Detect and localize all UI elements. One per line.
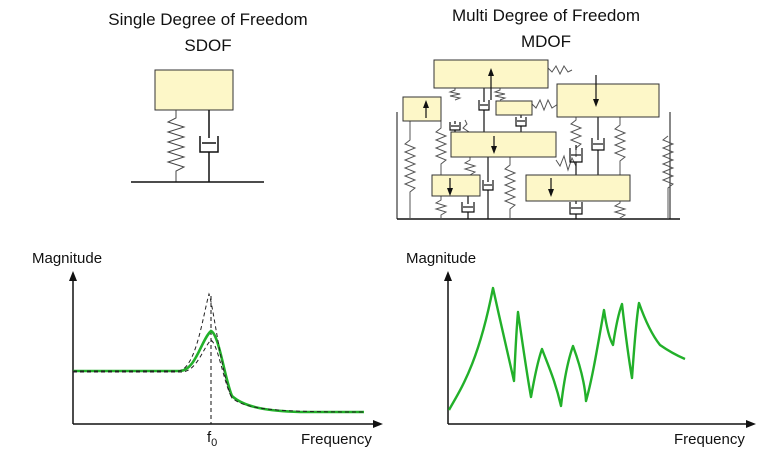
mass-left-lower — [431, 174, 481, 197]
sdof-damper — [199, 110, 219, 182]
left-ylabel: Magnitude — [32, 250, 103, 267]
damper-5 — [461, 196, 475, 219]
damper-3 — [515, 115, 527, 132]
mass-left — [402, 96, 442, 122]
mass-small-center — [495, 100, 533, 116]
peak-label-base: f — [207, 429, 212, 446]
mdof-dampers — [449, 88, 605, 219]
mass-right-lower — [525, 174, 631, 202]
left-xlabel: Frequency — [301, 431, 372, 448]
mdof-system — [396, 59, 680, 220]
damper-8 — [569, 201, 583, 219]
sdof-mass — [154, 69, 234, 111]
sdof-frf-curve — [73, 329, 364, 414]
sdof-frf-dashed-lower — [73, 339, 233, 399]
damper-1 — [478, 88, 490, 132]
peak-label-subscript: 0 — [211, 437, 218, 449]
mdof-masses — [402, 59, 660, 202]
right-plot — [444, 271, 756, 428]
damper-7 — [591, 117, 605, 175]
left-plot — [69, 271, 383, 428]
sdof-system — [131, 69, 264, 183]
peak-frequency-label: f0 — [207, 429, 218, 449]
mdof-title-line1: Multi Degree of Freedom — [451, 6, 641, 25]
sdof-title-line2: SDOF — [184, 36, 232, 55]
mass-right-upper — [556, 83, 660, 118]
mass-center — [450, 131, 557, 158]
sdof-title-line1: Single Degree of Freedom — [108, 10, 308, 29]
mdof-title-line2: MDOF — [520, 32, 572, 51]
sdof-title: Single Degree of Freedom SDOF — [85, 10, 331, 56]
mdof-springs — [403, 65, 675, 219]
damper-2 — [449, 121, 461, 132]
damper-6 — [569, 145, 583, 175]
mdof-frf-curve — [447, 286, 686, 411]
sdof-spring — [166, 110, 186, 182]
sdof-frf-dashed-upper — [73, 292, 365, 413]
damper-4 — [482, 157, 494, 219]
right-ylabel: Magnitude — [406, 250, 477, 267]
mdof-title: Multi Degree of Freedom MDOF — [428, 6, 664, 52]
mdof-motion-arrows — [423, 68, 599, 197]
right-xlabel: Frequency — [674, 431, 745, 448]
